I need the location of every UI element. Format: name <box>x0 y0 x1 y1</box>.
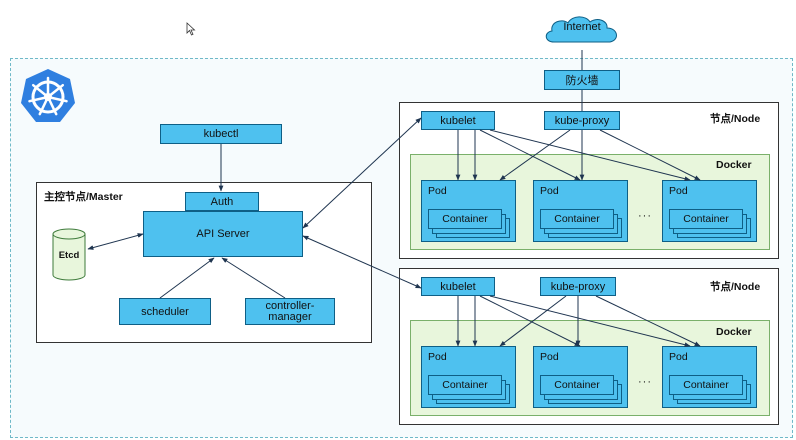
etcd-database: Etcd <box>52 228 86 282</box>
pod-title: Pod <box>428 185 447 197</box>
master-title: 主控节点/Master <box>44 191 123 203</box>
cursor-icon <box>186 22 196 36</box>
scheduler-box: scheduler <box>119 298 211 325</box>
node-1-kube-proxy: kube-proxy <box>544 111 620 130</box>
node-2-title: 节点/Node <box>710 281 761 293</box>
controller-manager-box: controller- manager <box>245 298 335 325</box>
node-2-container-3: Container <box>669 375 743 395</box>
scheduler-api-arrow <box>159 257 215 299</box>
firewall-box: 防火墙 <box>544 70 620 90</box>
node-2-container-2: Container <box>540 375 614 395</box>
node-1-container-3: Container <box>669 209 743 229</box>
node-1-title: 节点/Node <box>710 113 761 125</box>
api-kubelet-1-arrow <box>302 117 422 229</box>
cloud-icon <box>545 16 617 43</box>
node-2-kube-proxy: kube-proxy <box>540 277 616 296</box>
pod-title: Pod <box>669 185 688 197</box>
controller-api-arrow <box>221 257 286 299</box>
node-1-ellipsis: ··· <box>638 210 652 222</box>
pod-title: Pod <box>540 185 559 197</box>
internet-cloud: Internet <box>540 12 624 52</box>
node-2-ellipsis: ··· <box>638 376 652 388</box>
internet-label: Internet <box>563 21 601 33</box>
kubernetes-logo <box>18 66 78 126</box>
pod-title: Pod <box>428 351 447 363</box>
auth-box: Auth <box>185 192 259 211</box>
node-1-docker-label: Docker <box>716 159 752 171</box>
api-kubelet-2-arrow <box>302 235 422 289</box>
kubectl-box: kubectl <box>160 124 282 144</box>
node-1-kubelet: kubelet <box>421 111 495 130</box>
node-1-container-1: Container <box>428 209 502 229</box>
pod-title: Pod <box>669 351 688 363</box>
node-2-docker-label: Docker <box>716 326 752 338</box>
node-1-container-2: Container <box>540 209 614 229</box>
api-etcd-arrow <box>87 233 144 250</box>
node-2-kubelet: kubelet <box>421 277 495 296</box>
api-server-box: API Server <box>143 211 303 257</box>
etcd-label: Etcd <box>58 250 80 261</box>
pod-title: Pod <box>540 351 559 363</box>
database-icon <box>52 228 86 281</box>
node-2-container-1: Container <box>428 375 502 395</box>
